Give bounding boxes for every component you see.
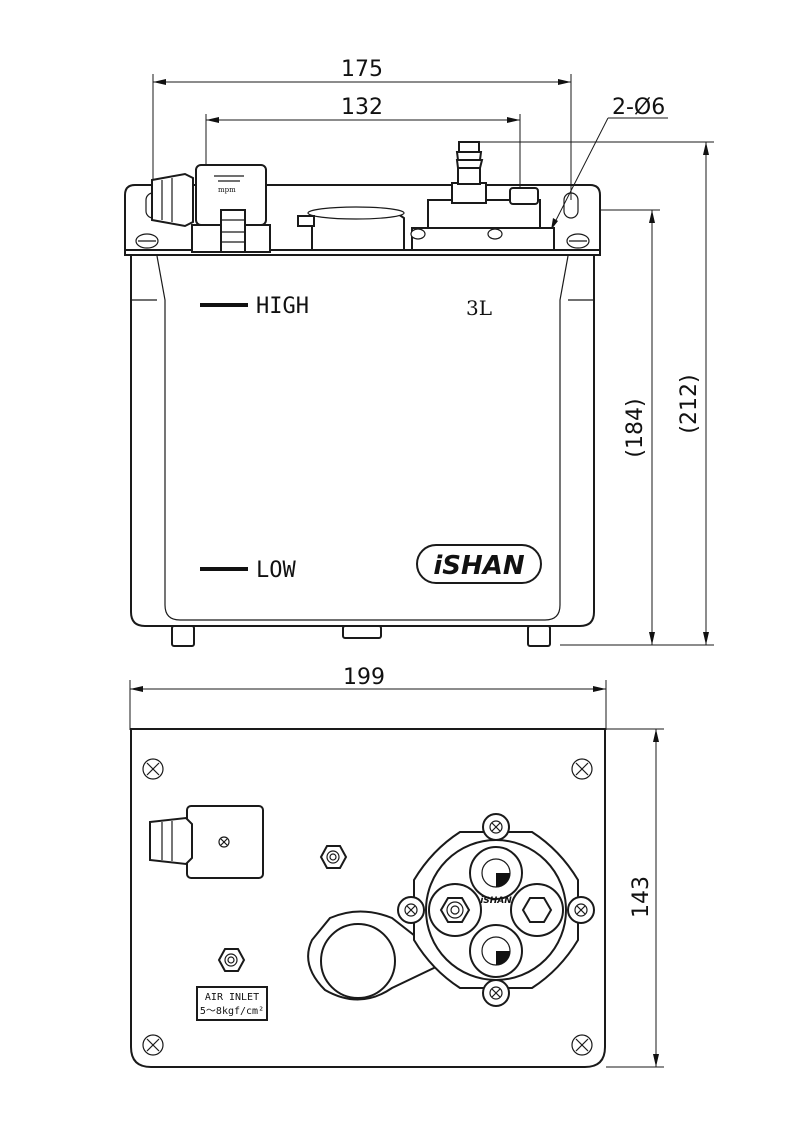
outlet-nozzle-icon — [428, 883, 482, 937]
top-plate — [130, 728, 606, 1068]
outlet-hex-plug-icon — [510, 883, 564, 937]
mount-slot-right — [563, 192, 579, 219]
mounting-plate — [124, 184, 601, 256]
dimension-175: 175 — [152, 57, 572, 200]
dimension-184: (184) — [560, 209, 660, 646]
plate-screw-icon — [566, 233, 590, 249]
pump-unit — [410, 141, 555, 251]
dimension-199: 199 — [129, 665, 607, 730]
hex-fitting-icon — [319, 845, 348, 869]
low-level-label: LOW — [256, 558, 296, 583]
corner-screw-icon — [142, 1034, 164, 1056]
air-pressure-label: 5～8kgf/cm² — [200, 1006, 264, 1017]
dimension-184-text: (184) — [623, 398, 648, 457]
air-inlet-fitting-icon — [217, 948, 246, 972]
gauge-text: mpm — [218, 186, 236, 194]
fill-cap-top — [307, 910, 439, 1001]
pump-head: iSHAN — [397, 813, 595, 1007]
outlet-gauge-icon — [469, 846, 523, 900]
air-inlet-label-box — [196, 986, 268, 1021]
front-view: 175 132 2-Ø6 (184) — [124, 57, 714, 647]
pump-brand-text: iSHAN — [480, 896, 512, 906]
corner-screw-icon — [571, 758, 593, 780]
fill-cap — [297, 206, 405, 251]
dimension-175-text: 175 — [341, 57, 383, 82]
dimension-143-text: 143 — [629, 876, 654, 918]
solenoid-connector: mpm — [151, 164, 271, 253]
dimension-199-text: 199 — [343, 665, 385, 690]
corner-screw-icon — [571, 1034, 593, 1056]
air-inlet-label: AIR INLET — [205, 992, 259, 1003]
capacity-label: 3L — [466, 296, 492, 320]
hole-callout-text: 2-Ø6 — [612, 95, 665, 120]
tank-drain — [342, 625, 382, 639]
top-view: 199 143 — [129, 665, 664, 1068]
solenoid-top — [149, 805, 264, 879]
lobe-screw-icon — [404, 903, 418, 917]
dimension-212: (212) — [480, 141, 714, 646]
tank-foot-left — [171, 625, 195, 647]
lobe-screw-icon — [489, 820, 503, 834]
corner-screw-icon — [142, 758, 164, 780]
brand-logo-text: iSHAN — [433, 551, 525, 581]
dimension-132-text: 132 — [341, 95, 383, 120]
tank-foot-right — [527, 625, 551, 647]
lobe-screw-icon — [489, 986, 503, 1000]
plate-screw-icon — [135, 233, 159, 249]
lobe-screw-icon — [574, 903, 588, 917]
outlet-gauge-icon — [469, 924, 523, 978]
brand-logo: iSHAN — [416, 544, 542, 584]
dimension-212-text: (212) — [677, 374, 702, 433]
high-level-label: HIGH — [256, 294, 309, 319]
dimension-132: 132 — [205, 95, 521, 210]
dimension-143: 143 — [606, 728, 664, 1068]
hole-callout: 2-Ø6 — [550, 95, 668, 231]
